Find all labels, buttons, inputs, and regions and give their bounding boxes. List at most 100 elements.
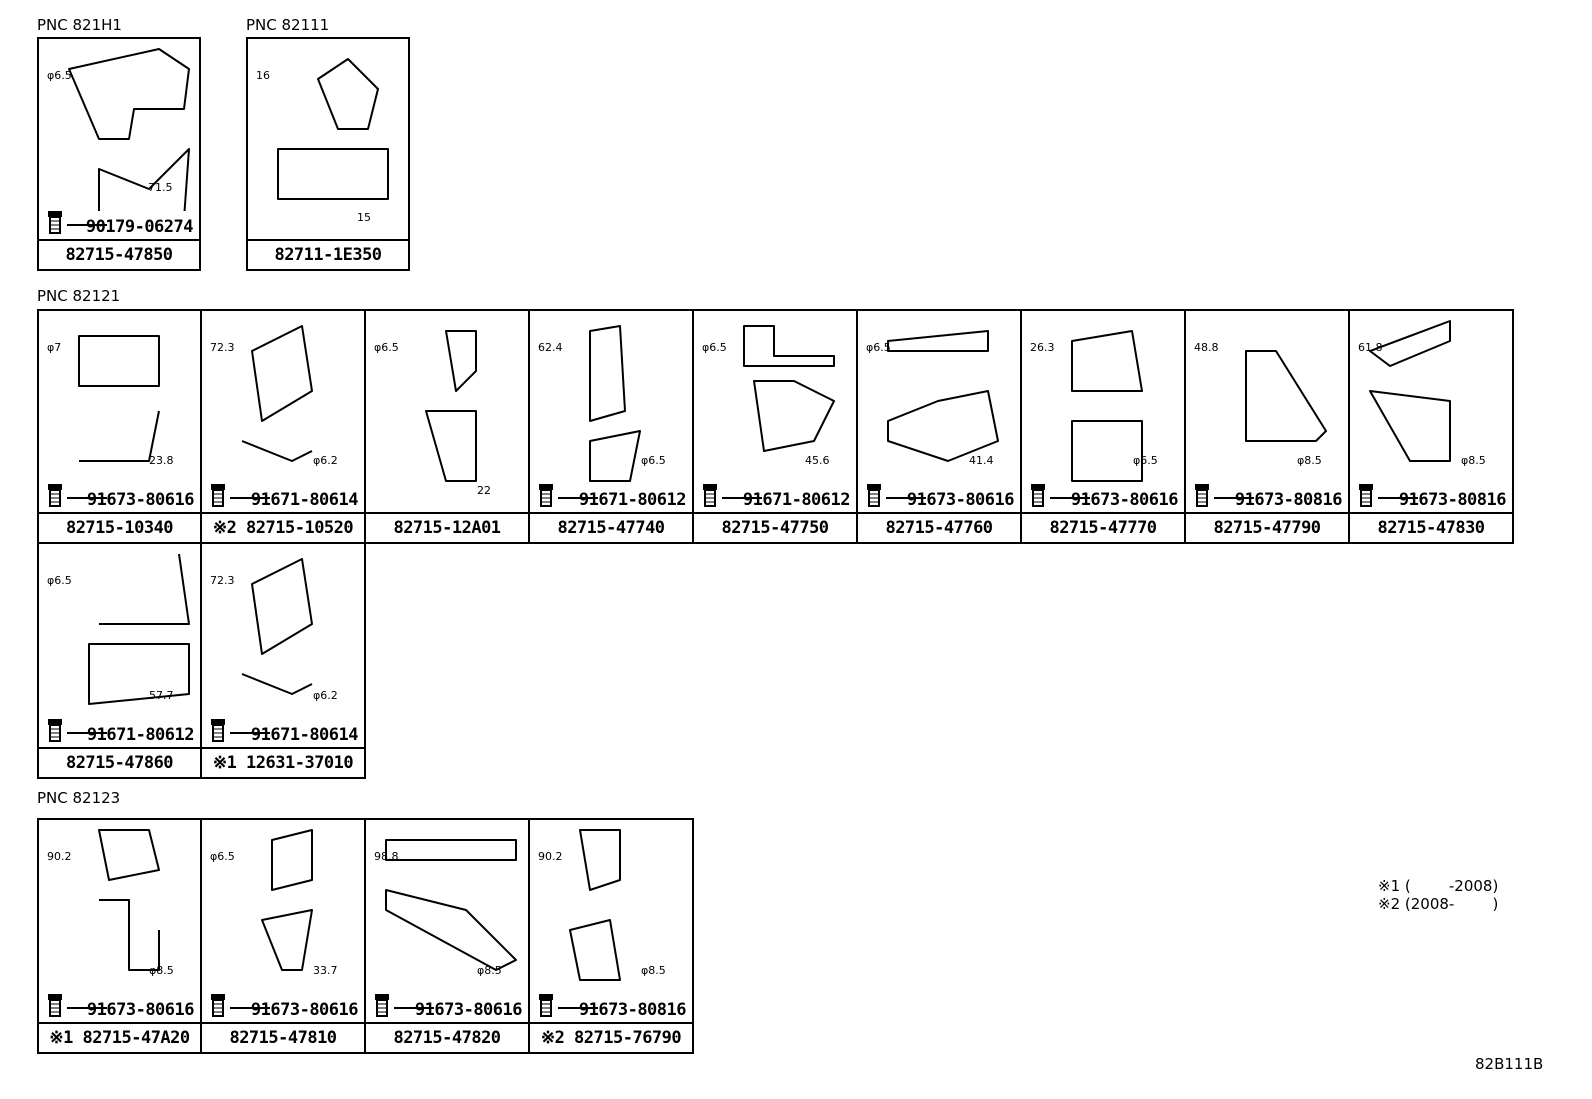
dimension-label: φ6.2 <box>313 689 338 702</box>
bolt-part-number[interactable]: 91673-80616 <box>86 490 195 510</box>
part-number[interactable]: ※1 82715-47A20 <box>39 1022 200 1052</box>
bolt-part-number[interactable]: 91673-80616 <box>1070 490 1179 510</box>
part-number[interactable]: 82711-1E350 <box>248 239 408 269</box>
bracket-drawing: 98.8 φ8.5 <box>374 839 517 977</box>
bolt-row: 91673-80816 <box>1350 482 1512 512</box>
dimension-label: φ6.5 <box>641 454 666 467</box>
bracket-drawing: φ6.5 22 <box>374 330 491 497</box>
part-number[interactable]: 82715-47860 <box>39 747 200 777</box>
bracket-drawing: 61.8φ8.5 <box>1358 320 1486 467</box>
bracket-drawing: φ6.5 41.4 <box>866 330 999 467</box>
dimension-label: 33.7 <box>313 964 338 977</box>
bolt-row: 91671-80614 <box>202 482 364 512</box>
bracket-drawing: φ6.533.7 <box>210 829 338 977</box>
bolt-part-number[interactable]: 91673-80616 <box>414 1000 523 1020</box>
bolt-part-number[interactable]: 91671-80612 <box>742 490 851 510</box>
bolt-part-number[interactable]: 91673-80816 <box>1398 490 1507 510</box>
diagram-code: 82B111B <box>1475 1055 1544 1073</box>
bolt-icon <box>211 994 225 1017</box>
bolt-part-number[interactable]: 91673-80616 <box>86 1000 195 1020</box>
bolt-part-number[interactable]: 91673-80816 <box>578 1000 687 1020</box>
bolt-row: 91673-80816 <box>1186 482 1348 512</box>
bolt-row: 91673-80616 <box>366 992 528 1022</box>
bolt-icon <box>48 211 62 234</box>
dimension-label: 98.8 <box>374 850 399 863</box>
part-number[interactable]: 82715-47740 <box>530 512 692 542</box>
notes: ※1 ( -2008) ※2 (2008- ) <box>1378 877 1498 913</box>
part-number[interactable]: 82715-47810 <box>202 1022 364 1052</box>
bolt-icon <box>1031 484 1045 507</box>
dimension-label: 16 <box>256 69 270 82</box>
dimension-label: 26.3 <box>1030 341 1055 354</box>
bolt-part-number[interactable]: 91673-80616 <box>250 1000 359 1020</box>
part-number[interactable]: 82715-47770 <box>1022 512 1184 542</box>
dimension-label: 90.2 <box>47 850 72 863</box>
part-number[interactable]: 82715-47830 <box>1350 512 1512 542</box>
bracket-drawing: 90.2φ8.5 <box>538 829 666 981</box>
pnc-label-821h1: PNC 821H1 <box>37 16 122 34</box>
dimension-label: φ8.5 <box>149 964 174 977</box>
part-number[interactable]: 82715-47790 <box>1186 512 1348 542</box>
dimension-label: φ6.5 <box>47 574 72 587</box>
dimension-label: 57.7 <box>149 689 174 702</box>
dimension-label: φ6.5 <box>1133 454 1158 467</box>
part-cell: 72.3 φ6.2 91671-80614※1 12631-37010 <box>200 542 366 779</box>
part-cell: φ6.5 22 82715-12A01 <box>364 309 530 544</box>
dimension-label: φ6.5 <box>374 341 399 354</box>
part-number[interactable]: 82715-12A01 <box>366 512 528 542</box>
dimension-label: φ8.5 <box>1297 454 1322 467</box>
bolt-row: 91671-80612 <box>694 482 856 512</box>
bolt-row: 90179-06274 <box>39 209 199 239</box>
bracket-drawing: φ6.571.5 <box>47 48 190 211</box>
part-number[interactable]: 82715-47750 <box>694 512 856 542</box>
bolt-icon <box>211 484 225 507</box>
part-number[interactable]: 82715-10340 <box>39 512 200 542</box>
bolt-icon <box>375 994 389 1017</box>
bolt-icon <box>48 484 62 507</box>
bolt-part-number[interactable]: 90179-06274 <box>85 217 194 237</box>
dimension-label: 71.5 <box>148 181 173 194</box>
part-number[interactable]: 82715-47850 <box>39 239 199 269</box>
bolt-part-number[interactable]: 91673-80816 <box>1234 490 1343 510</box>
part-number[interactable]: ※2 82715-10520 <box>202 512 364 542</box>
dimension-label: 41.4 <box>969 454 994 467</box>
bracket-drawing: 26.3 φ6.5 <box>1030 330 1158 482</box>
part-number[interactable]: 82715-47820 <box>366 1022 528 1052</box>
dimension-label: φ6.5 <box>866 341 891 354</box>
dimension-label: 22 <box>477 484 491 497</box>
bolt-row: 91673-80616 <box>39 992 200 1022</box>
part-number[interactable]: ※2 82715-76790 <box>530 1022 692 1052</box>
part-number[interactable]: 82715-47760 <box>858 512 1020 542</box>
bolt-part-number[interactable]: 91671-80614 <box>250 725 359 745</box>
bolt-icon <box>539 994 553 1017</box>
bolt-row: 91673-80816 <box>530 992 692 1022</box>
bolt-part-number[interactable]: 91671-80612 <box>86 725 195 745</box>
dimension-label: φ8.5 <box>477 964 502 977</box>
part-number[interactable]: ※1 12631-37010 <box>202 747 364 777</box>
bracket-drawing: 62.4φ6.5 <box>538 325 666 482</box>
bolt-part-number[interactable]: 91671-80612 <box>578 490 687 510</box>
dimension-label: φ6.5 <box>702 341 727 354</box>
bolt-row: 91673-80616 <box>858 482 1020 512</box>
dimension-label: 15 <box>357 211 371 224</box>
dimension-label: φ8.5 <box>641 964 666 977</box>
dimension-label: 23.8 <box>149 454 174 467</box>
bolt-row: 91671-80612 <box>530 482 692 512</box>
bolt-part-number[interactable]: 91673-80616 <box>906 490 1015 510</box>
bolt-icon <box>48 719 62 742</box>
pnc-label-82121: PNC 82121 <box>37 287 121 305</box>
bolt-row: 91671-80614 <box>202 717 364 747</box>
bolt-part-number[interactable]: 91671-80614 <box>250 490 359 510</box>
bracket-drawing: 72.3 φ6.2 <box>210 558 338 702</box>
dimension-label: 72.3 <box>210 574 235 587</box>
